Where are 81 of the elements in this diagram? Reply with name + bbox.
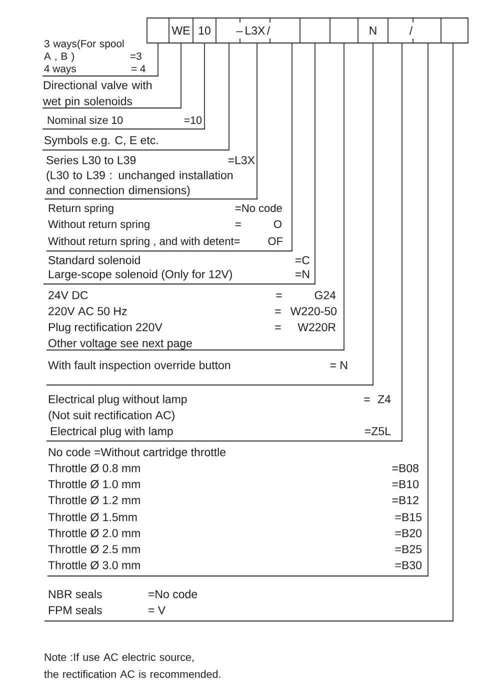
note-text: Note :If use AC electric source, the rectification AC is recommended.	[44, 653, 220, 678]
option-text: Throttle Ø 0.8 mm	[48, 464, 140, 472]
option-text: 3 ways(For spool A , B )	[44, 40, 124, 62]
code-text: =	[276, 294, 282, 298]
code-text: =Z5L	[365, 427, 391, 436]
code-cell	[388, 18, 414, 44]
code-text: =B30	[395, 561, 422, 570]
code-text: =	[236, 222, 241, 226]
option-text: Electrical plug without lamp	[48, 394, 187, 406]
code-cell	[440, 18, 468, 44]
option-text: Nominal size 10	[48, 116, 123, 124]
code-cell: WE	[168, 18, 194, 44]
option-text: Directional valve with wet pin solenoids	[42, 80, 152, 108]
code-text: = 4	[132, 65, 146, 72]
option-text: Symbols e.g. C, E etc.	[44, 136, 158, 146]
option-text: (Not suit rectification AC)	[48, 410, 174, 422]
leader-line	[314, 42, 316, 284]
code-cell	[300, 18, 330, 44]
option-text: Throttle Ø 3.0 mm	[48, 560, 140, 570]
separator-sign: /	[409, 26, 413, 35]
code-text: =B15	[395, 513, 422, 522]
leader-line	[256, 42, 258, 200]
code-text: =	[275, 326, 281, 330]
code-text: =B12	[392, 496, 418, 504]
option-text: Throttle Ø 1.5mm	[48, 512, 137, 522]
option-text: Throttle Ø 1.2 mm	[48, 496, 140, 504]
code-cell	[146, 18, 170, 44]
code-text: Z4	[378, 395, 391, 404]
option-text: 4 ways	[44, 65, 76, 74]
leader-line	[180, 42, 182, 108]
code-text: W220R	[298, 323, 336, 332]
code-text: W220-50	[290, 307, 337, 316]
separator-sign: /	[266, 26, 270, 35]
code-text: = V	[148, 606, 166, 614]
code-text: OF	[268, 237, 283, 246]
option-text: Throttle Ø 2.5 mm	[48, 544, 140, 554]
code-text: G24	[314, 291, 336, 300]
option-text: No code =Without cartridge throttle	[48, 448, 226, 458]
option-text: FPM seals	[48, 606, 102, 614]
code-text: =B20	[395, 529, 422, 538]
option-text: Throttle Ø 1.0 mm	[48, 480, 140, 488]
leader-line	[228, 42, 230, 150]
code-cell	[412, 18, 442, 44]
option-text: 24V DC	[48, 291, 88, 300]
option-text: Standard solenoid	[48, 256, 140, 264]
option-text: 220V AC 50 Hz	[48, 307, 127, 316]
separator-sign: –	[236, 31, 243, 32]
option-text: Plug rectification 220V	[48, 322, 162, 334]
option-text: Return spring	[48, 204, 114, 214]
code-text: =No code	[236, 204, 282, 212]
option-text: (L30 to L39 : unchanged installation and connection dimensions)	[46, 170, 233, 196]
option-text: Other voltage see next page	[48, 338, 192, 350]
option-text: NBR seals	[48, 590, 102, 598]
code-text: =L3X	[228, 156, 255, 164]
option-text: Electrical plug with lamp	[50, 426, 173, 438]
code-text: =N	[296, 270, 310, 278]
option-text: Without return spring , and with detent=	[48, 236, 240, 248]
leader-line	[452, 42, 454, 622]
code-cell: N	[358, 18, 388, 44]
code-text: =B10	[392, 480, 419, 488]
code-text: =10	[184, 116, 202, 124]
code-text: =No code	[148, 590, 198, 598]
code-text: =3	[130, 52, 142, 60]
code-text: =B08	[392, 464, 418, 472]
code-cell	[330, 18, 358, 44]
code-text: = N	[330, 361, 348, 370]
option-text: Without return spring	[48, 220, 150, 230]
code-text: =B25	[395, 545, 422, 554]
leader-line	[204, 42, 205, 130]
code-text: =	[275, 309, 281, 314]
code-text: =C	[296, 256, 310, 264]
leader-line	[372, 42, 374, 386]
code-text: =	[364, 397, 370, 402]
code-cell	[270, 18, 300, 44]
code-cell: 10	[192, 18, 216, 44]
option-text: With fault inspection override button	[48, 360, 230, 372]
code-text: O	[274, 220, 282, 228]
option-text: Series L30 to L39	[46, 156, 136, 164]
code-cell	[216, 18, 240, 44]
option-text: Large-scope solenoid (Only for 12V)	[48, 270, 232, 280]
option-text: Throttle Ø 2.0 mm	[48, 528, 140, 538]
